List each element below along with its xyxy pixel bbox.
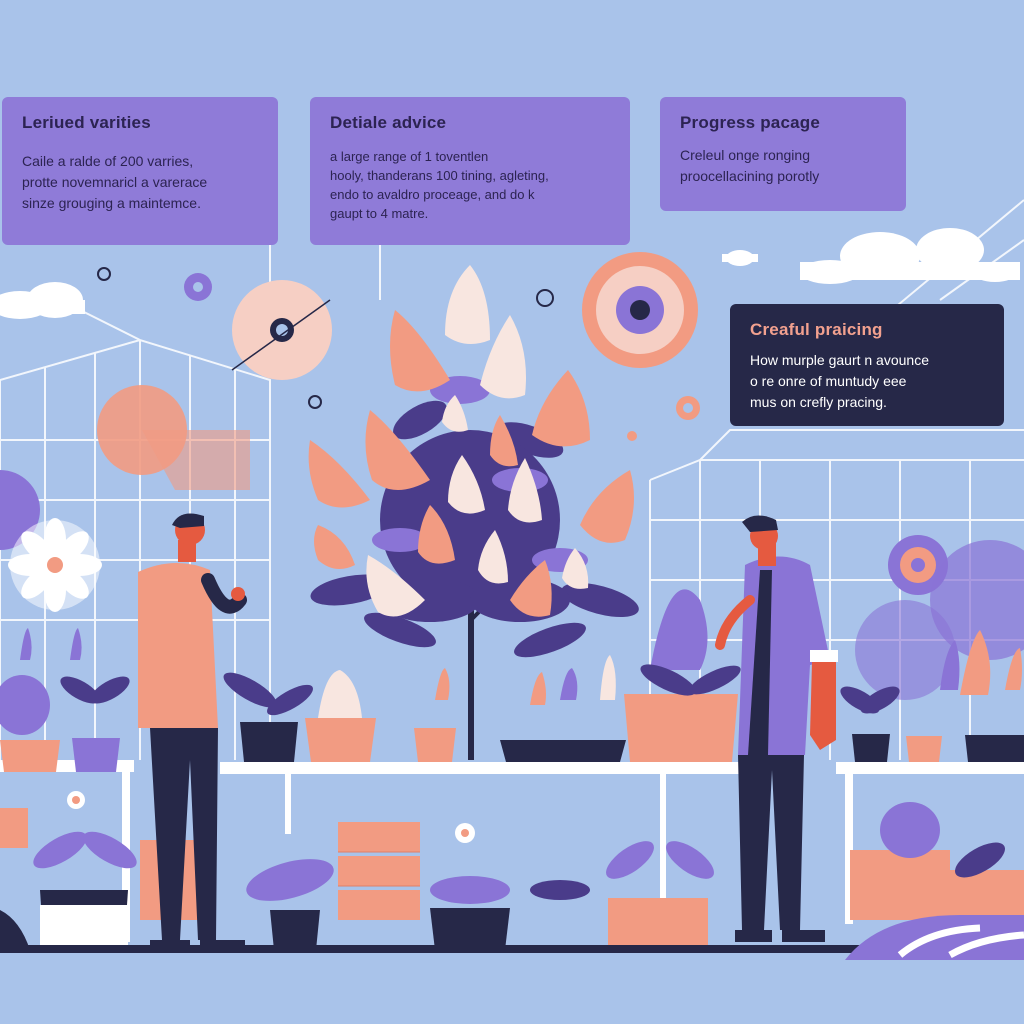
flower-icon (8, 518, 102, 612)
card-line: proocellacining porotly (680, 168, 820, 184)
card-line: a large range of 1 toventlen (330, 149, 489, 164)
card-line: mus on crefly pracing. (750, 394, 887, 410)
card-line: sinze grouging a maintemce. (22, 195, 201, 211)
card-title: Detiale advice (330, 113, 447, 132)
card-title: Creaful praicing (750, 320, 883, 339)
sun-icon (231, 280, 332, 380)
tree (308, 265, 639, 760)
card-line: Caile a ralde of 200 varries, (22, 153, 194, 169)
gear-icon (676, 396, 700, 420)
gardener-right (715, 515, 838, 942)
card-line: Creleul onge ronging (680, 147, 810, 163)
pots (0, 694, 1024, 772)
info-card-advice: Detiale advice a large range of 1 tovent… (310, 97, 630, 245)
cloud-icon (0, 282, 85, 319)
card-line: protte novemnaricl a varerace (22, 174, 208, 190)
card-title: Leriued varities (22, 113, 151, 132)
card-line: o re onre of muntudy eee (750, 373, 907, 389)
cloud-icon (722, 250, 758, 266)
card-line: hooly, thanderans 100 tining, agleting, (330, 168, 549, 183)
sun-icon (582, 252, 698, 368)
card-line: How murple gaurt n avounce (750, 352, 929, 368)
gardener-left (138, 513, 247, 948)
info-card-varieties: Leriued varities Caile a ralde of 200 va… (2, 97, 278, 245)
info-card-package: Progress pacage Creleul onge ronging pro… (660, 97, 906, 211)
card-line: gaupt to 4 matre. (330, 206, 429, 221)
gear-icon (184, 273, 212, 301)
flower-icon (888, 535, 948, 595)
card-line: endo to avaldro proceage, and do k (330, 187, 535, 202)
card-title: Progress pacage (680, 113, 821, 132)
cloud-icon (800, 228, 1020, 284)
info-card-pricing: Creaful praicing How murple gaurt n avou… (730, 304, 1004, 426)
